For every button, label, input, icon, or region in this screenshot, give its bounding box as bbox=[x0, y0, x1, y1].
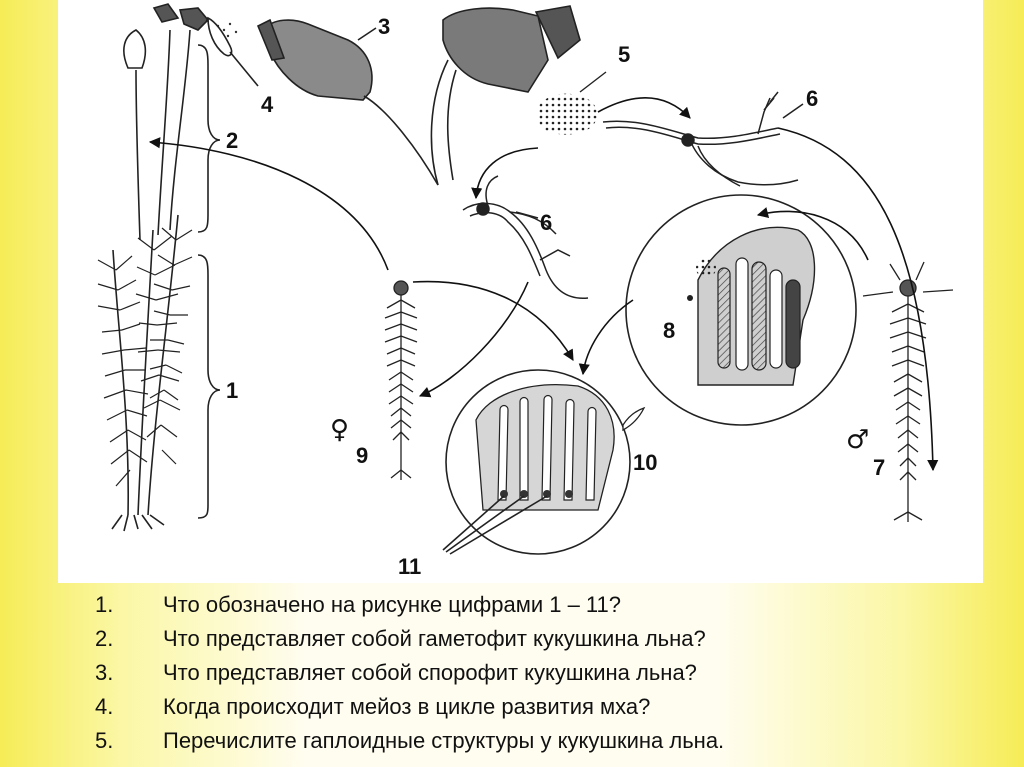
callout-5-leader bbox=[579, 71, 607, 93]
question-item: 4. Когда происходит мейоз в цикле развити… bbox=[95, 690, 975, 724]
spores-cluster bbox=[538, 93, 598, 135]
question-item: 2. Что представляет собой гаметофит кукуш… bbox=[95, 622, 975, 656]
protonema-top bbox=[602, 91, 804, 187]
question-item: 3. Что представляет собой спорофит кукушк… bbox=[95, 656, 975, 690]
callout-10: 10 bbox=[633, 450, 657, 475]
callout-4: 4 bbox=[261, 92, 274, 117]
callout-6-top: 6 bbox=[806, 86, 818, 111]
question-text: Перечислите гаплоидные структуры у кукуш… bbox=[163, 728, 725, 753]
diagram-svg: 2 1 4 3 5 6 6 bbox=[97, 3, 954, 579]
callout-11-leaders bbox=[442, 495, 548, 555]
spore-capsules-enlarged bbox=[256, 5, 581, 186]
question-item: 5. Перечислите гаплоидные структуры у кук… bbox=[95, 724, 975, 758]
moss-life-cycle-diagram: 2 1 4 3 5 6 6 bbox=[58, 0, 983, 583]
question-item: 1. Что обозначено на рисунке цифрами 1 – … bbox=[95, 588, 975, 622]
callout-5: 5 bbox=[618, 42, 630, 67]
callout-11: 11 bbox=[398, 554, 421, 579]
question-text: Что представляет собой спорофит кукушкин… bbox=[163, 660, 697, 685]
question-text: Что обозначено на рисунке цифрами 1 – 11… bbox=[163, 592, 621, 617]
questions-list: 1. Что обозначено на рисунке цифрами 1 – … bbox=[95, 588, 975, 758]
female-gametophyte bbox=[384, 280, 418, 480]
question-number: 1. bbox=[95, 592, 114, 617]
archegonia-section bbox=[445, 369, 646, 555]
male-symbol: ♂ bbox=[846, 425, 869, 455]
callout-7: 7 bbox=[873, 455, 885, 480]
callout-6-middle: 6 bbox=[540, 210, 552, 235]
callout-1: 1 bbox=[226, 378, 238, 403]
question-number: 5. bbox=[95, 728, 114, 753]
adult-moss-plant bbox=[97, 3, 217, 532]
question-number: 3. bbox=[95, 660, 114, 685]
callout-9: 9 bbox=[356, 443, 368, 468]
question-text: Что представляет собой гаметофит кукушки… bbox=[163, 626, 706, 651]
female-symbol: ♀ bbox=[330, 415, 349, 445]
callout-3: 3 bbox=[378, 14, 390, 39]
callout-2: 2 bbox=[226, 128, 238, 153]
question-number: 4. bbox=[95, 694, 114, 719]
protonema-middle bbox=[462, 175, 589, 299]
question-number: 2. bbox=[95, 626, 114, 651]
cycle-arrows bbox=[148, 97, 939, 472]
brace-label-2 bbox=[197, 44, 221, 233]
brace-label-1 bbox=[197, 254, 221, 519]
antheridia-section bbox=[625, 194, 857, 426]
question-text: Когда происходит мейоз в цикле развития … bbox=[163, 694, 651, 719]
male-gametophyte bbox=[862, 261, 954, 522]
calyptra-capsule bbox=[207, 16, 259, 87]
callout-8: 8 bbox=[663, 318, 675, 343]
